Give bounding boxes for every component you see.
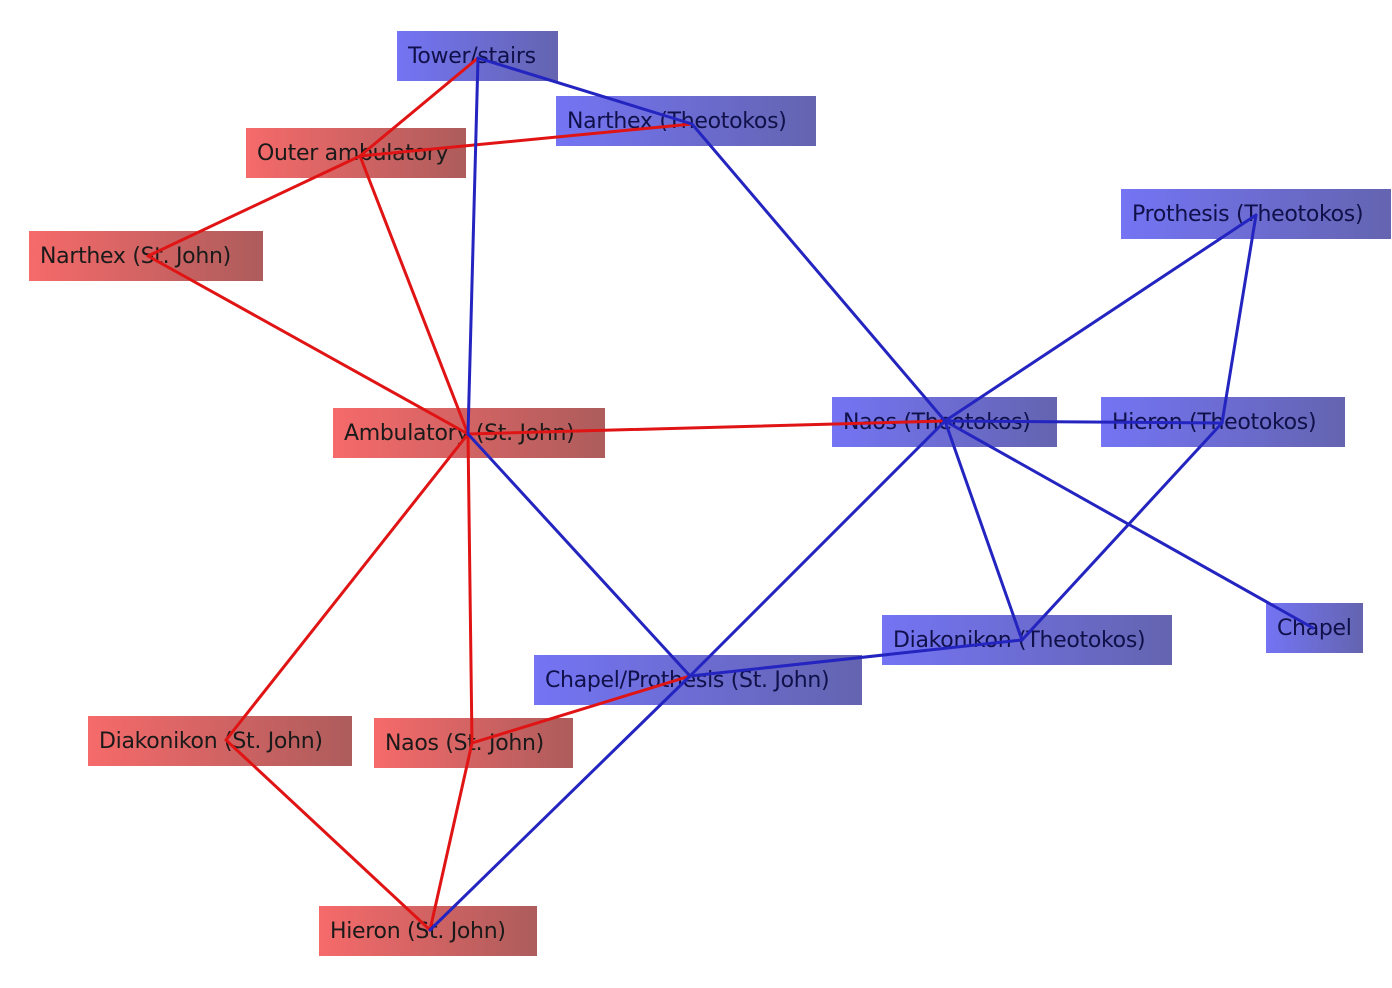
edge-naos_t-prothesis_t — [943, 213, 1258, 423]
edge-amb_sj-naos_sj — [466, 432, 474, 745]
edge-amb_sj-naos_t — [466, 419, 947, 436]
node-narthex-st-john[interactable]: Narthex (St. John) — [29, 231, 263, 281]
node-label: Naos (St. John) — [385, 730, 544, 756]
node-hieron-st-john[interactable]: Hieron (St. John) — [319, 906, 537, 956]
edge-narthex_t-naos_t — [690, 122, 947, 423]
edge-naos_t-diak_t — [943, 419, 1024, 642]
node-label: Outer ambulatory — [257, 140, 449, 166]
edge-amb_sj-diak_sj — [224, 432, 470, 742]
edge-outer_amb-narthex_t — [358, 122, 694, 158]
edge-prothesis_t-hieron_t — [1220, 213, 1258, 425]
edge-outer_amb-amb_sj — [358, 154, 470, 436]
edge-chapel_prot_sj-hieron_sj — [428, 674, 692, 932]
edge-outer_amb-tower — [358, 56, 480, 158]
node-outer-ambulatory[interactable]: Outer ambulatory — [246, 128, 466, 178]
edge-tower-narthex_t — [476, 56, 694, 126]
edge-narthex_sj-amb_sj — [146, 254, 470, 436]
edge-naos_sj-hieron_sj — [428, 741, 474, 932]
edge-naos_t-hieron_t — [943, 419, 1224, 425]
node-narthex-theotokos[interactable]: Narthex (Theotokos) — [556, 96, 816, 146]
node-label: Prothesis (Theotokos) — [1132, 201, 1364, 227]
edge-outer_amb-narthex_sj — [146, 154, 362, 258]
edge-tower-amb_sj — [466, 56, 480, 436]
edge-diak_t-chapel_prot_sj — [688, 638, 1024, 678]
edge-diak_sj-hieron_sj — [224, 738, 432, 932]
edge-naos_t-chapel_prot_sj — [688, 419, 947, 678]
node-label: Narthex (Theotokos) — [567, 108, 787, 134]
node-label: Diakonikon (St. John) — [99, 728, 323, 754]
edge-amb_sj-chapel_prot_sj — [466, 432, 692, 678]
node-prothesis-theotokos[interactable]: Prothesis (Theotokos) — [1121, 189, 1391, 239]
node-diakonikon-st-john[interactable]: Diakonikon (St. John) — [88, 716, 352, 766]
node-naos-st-john[interactable]: Naos (St. John) — [374, 718, 573, 768]
node-label: Narthex (St. John) — [40, 243, 231, 269]
node-label: Hieron (St. John) — [330, 918, 506, 944]
edge-hieron_t-diak_t — [1020, 421, 1224, 642]
edge-naos_sj-chapel_prot_sj — [470, 674, 692, 745]
